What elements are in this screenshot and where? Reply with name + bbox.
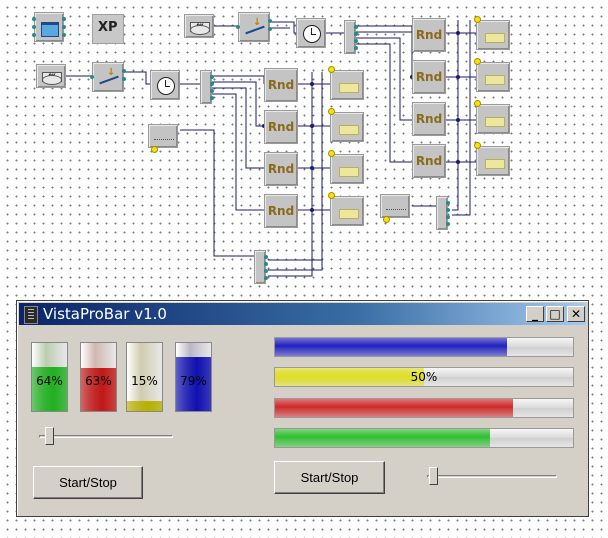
mux-block-top[interactable] bbox=[344, 20, 358, 54]
progressbar-block[interactable] bbox=[328, 150, 364, 184]
horizontal-progressbar-3 bbox=[274, 398, 574, 418]
left-slider[interactable] bbox=[39, 427, 173, 447]
maximize-button[interactable]: □ bbox=[546, 306, 564, 322]
ok-button-block-top[interactable]: OK bbox=[184, 14, 214, 38]
app-icon bbox=[24, 306, 38, 324]
progressbar-block[interactable] bbox=[474, 58, 510, 92]
horizontal-progressbar-2: 50% bbox=[274, 367, 574, 387]
progressbar-block[interactable] bbox=[328, 192, 364, 226]
rnd-block[interactable]: Rnd bbox=[412, 144, 446, 178]
progress-label: 63% bbox=[85, 374, 112, 388]
slider-thumb[interactable] bbox=[429, 467, 438, 485]
vertical-progressbar-2: 63% bbox=[80, 342, 117, 412]
vertical-progressbar-1: 64% bbox=[31, 342, 68, 412]
progress-label: 15% bbox=[131, 374, 158, 388]
window-block[interactable] bbox=[32, 12, 66, 42]
switch-block-mid[interactable]: ↓ bbox=[90, 62, 126, 92]
minimize-button[interactable]: _ bbox=[526, 306, 544, 322]
mux-block-mid[interactable] bbox=[200, 70, 214, 104]
progressbar-block[interactable] bbox=[328, 66, 364, 100]
rnd-block[interactable]: Rnd bbox=[264, 68, 298, 102]
progressbar-block[interactable] bbox=[474, 16, 510, 50]
rnd-block[interactable]: Rnd bbox=[412, 60, 446, 94]
ok-button-block-mid[interactable]: OK bbox=[36, 64, 66, 88]
vertical-progressbar-3: 15% bbox=[126, 342, 163, 412]
xp-label: XP bbox=[98, 20, 118, 35]
xp-style-block[interactable]: XP bbox=[92, 14, 124, 44]
window-title: VistaProBar v1.0 bbox=[43, 305, 167, 323]
rnd-block[interactable]: Rnd bbox=[264, 110, 298, 144]
slider-block-left[interactable] bbox=[148, 124, 178, 153]
timer-block-mid[interactable] bbox=[150, 70, 180, 100]
progressbar-block[interactable] bbox=[474, 100, 510, 134]
rnd-block[interactable]: Rnd bbox=[412, 18, 446, 52]
rnd-block[interactable]: Rnd bbox=[264, 152, 298, 186]
progress-label: 50% bbox=[410, 370, 438, 384]
timer-block-top[interactable] bbox=[296, 18, 326, 48]
vertical-progressbar-4: 79% bbox=[175, 342, 212, 412]
slider-thumb[interactable] bbox=[45, 427, 54, 445]
close-button[interactable]: ✕ bbox=[567, 306, 585, 322]
horizontal-progressbar-4 bbox=[274, 428, 574, 448]
mux-block-bottom[interactable] bbox=[254, 250, 268, 284]
slider-block-right[interactable] bbox=[380, 194, 410, 223]
mux-block-right[interactable] bbox=[436, 196, 450, 230]
progressbar-block[interactable] bbox=[328, 108, 364, 142]
progressbar-block[interactable] bbox=[474, 142, 510, 176]
switch-block-top[interactable]: ↓ bbox=[236, 12, 272, 42]
vistaprobar-window: VistaProBar v1.0 _ □ ✕ 64% 63% 15% 79% S… bbox=[16, 300, 589, 517]
progress-label: 79% bbox=[180, 374, 207, 388]
rnd-block[interactable]: Rnd bbox=[264, 194, 298, 228]
right-slider[interactable] bbox=[427, 467, 557, 487]
rnd-block[interactable]: Rnd bbox=[412, 102, 446, 136]
progress-label: 64% bbox=[36, 374, 63, 388]
horizontal-progressbar-1 bbox=[274, 337, 574, 357]
start-stop-button-left[interactable]: Start/Stop bbox=[33, 466, 143, 499]
window-icon bbox=[41, 22, 59, 37]
title-bar[interactable]: VistaProBar v1.0 _ □ ✕ bbox=[19, 303, 586, 325]
start-stop-button-right[interactable]: Start/Stop bbox=[274, 461, 385, 494]
